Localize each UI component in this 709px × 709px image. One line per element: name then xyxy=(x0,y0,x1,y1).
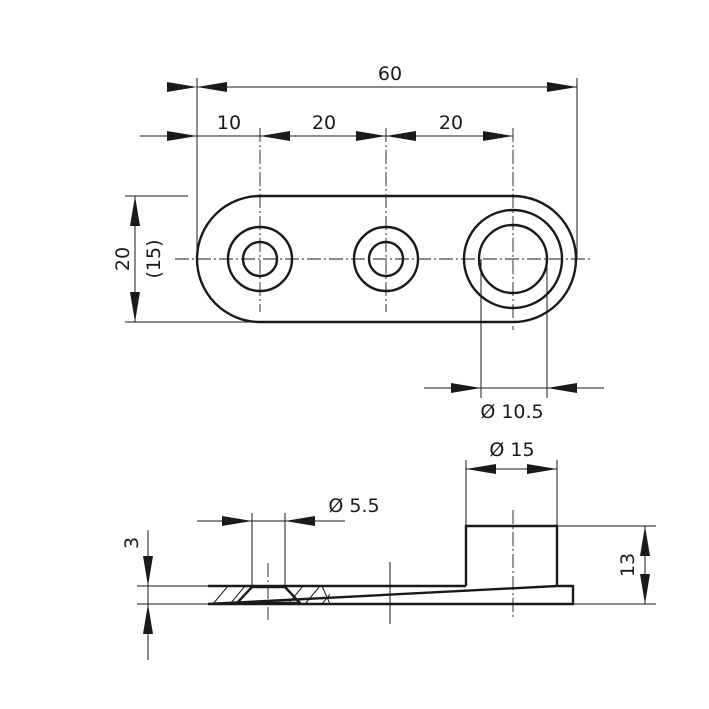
dim-total-height: 13 xyxy=(617,553,639,577)
top-view: 60 10 20 20 20 (15) Ø 10.5 xyxy=(112,63,604,423)
dim-countersink-diameter: Ø 5.5 xyxy=(328,495,379,517)
section-hatching xyxy=(212,586,330,604)
dim-edge-to-hole1: 10 xyxy=(217,112,241,134)
side-view: Ø 15 Ø 5.5 3 13 xyxy=(121,439,656,660)
dim-plate-thickness: 3 xyxy=(121,537,143,549)
dim-hole1-to-hole2: 20 xyxy=(312,112,336,134)
dim-width: 20 xyxy=(112,247,134,271)
boss-side-outline xyxy=(464,524,559,586)
dim-overall-length: 60 xyxy=(378,63,402,85)
dim-width-ref: (15) xyxy=(143,239,165,278)
dim-hole2-to-hole3: 20 xyxy=(439,112,463,134)
section-break xyxy=(321,585,331,605)
dim-large-hole-diameter: Ø 10.5 xyxy=(480,401,543,423)
dim-boss-diameter: Ø 15 xyxy=(489,439,534,461)
countersink xyxy=(234,585,303,605)
